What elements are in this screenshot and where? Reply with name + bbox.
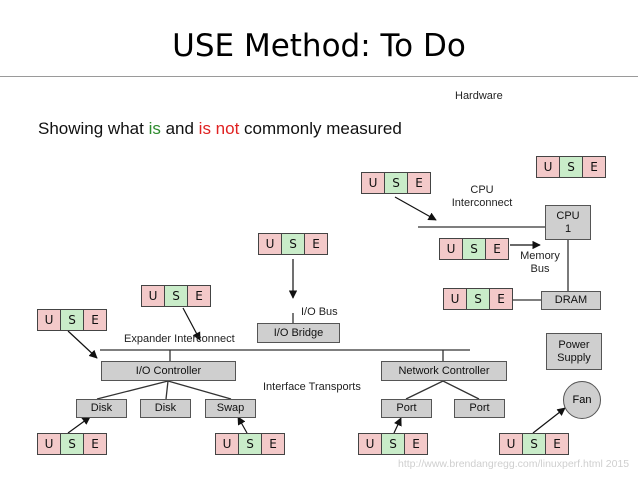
memory-bus-text: Memory Bus — [520, 250, 560, 275]
disk-label-1: Disk — [90, 402, 113, 414]
use-s: S — [238, 434, 261, 454]
memory-bus-label: Memory Bus — [516, 250, 564, 276]
use-s: S — [164, 286, 187, 306]
cpu-box: CPU 1 — [545, 205, 591, 240]
use-e: E — [83, 310, 106, 330]
use-u: U — [216, 434, 238, 454]
use-u: U — [444, 289, 466, 309]
io-bridge-label: I/O Bridge — [273, 326, 324, 339]
use-e: E — [582, 157, 605, 177]
disk-label-2: Disk — [154, 402, 177, 414]
expander-interconnect-label: Expander Interconnect — [124, 333, 235, 345]
use-e: E — [485, 239, 508, 259]
io-controller-box: I/O Controller — [101, 361, 236, 381]
fan-circle: Fan — [563, 381, 601, 419]
cpu-interconnect-text: CPU Interconnect — [451, 184, 513, 209]
port-label-1: Port — [396, 402, 417, 414]
use-u: U — [537, 157, 559, 177]
use-s: S — [522, 434, 545, 454]
subtitle-is-not: is not — [198, 119, 240, 138]
io-controller-label: I/O Controller — [135, 364, 202, 377]
dram-label: DRAM — [554, 294, 588, 306]
use-e: E — [545, 434, 568, 454]
disk-box-2: Disk — [140, 399, 191, 418]
use-s: S — [60, 310, 83, 330]
cpu-interconnect-label: CPU Interconnect — [450, 184, 514, 210]
use-e: E — [187, 286, 210, 306]
port-box-1: Port — [381, 399, 432, 418]
power-supply-box: Power Supply — [546, 333, 602, 370]
cpu-label: CPU 1 — [556, 209, 580, 235]
use-e: E — [489, 289, 512, 309]
use-u: U — [38, 310, 60, 330]
use-e: E — [304, 234, 327, 254]
use-s: S — [559, 157, 582, 177]
use-s: S — [281, 234, 304, 254]
io-bridge-box: I/O Bridge — [257, 323, 340, 343]
use-e: E — [404, 434, 427, 454]
subtitle-part2: and — [160, 119, 199, 138]
disk-box-1: Disk — [76, 399, 127, 418]
subtitle-is: is — [148, 119, 161, 138]
network-controller-label: Network Controller — [398, 364, 490, 377]
subtitle-part1: Showing what — [38, 119, 149, 138]
fan-label: Fan — [572, 394, 592, 406]
power-supply-label: Power Supply — [557, 338, 591, 364]
title-divider — [0, 76, 638, 77]
use-e: E — [83, 434, 106, 454]
slide-title: USE Method: To Do — [172, 28, 466, 64]
network-controller-box: Network Controller — [381, 361, 507, 381]
use-s: S — [466, 289, 489, 309]
swap-label: Swap — [216, 402, 245, 414]
use-s: S — [384, 173, 407, 193]
port-label-2: Port — [469, 402, 490, 414]
use-u: U — [142, 286, 164, 306]
use-u: U — [359, 434, 381, 454]
use-u: U — [38, 434, 60, 454]
port-box-2: Port — [454, 399, 505, 418]
subtitle-part3: commonly measured — [239, 119, 402, 138]
use-s: S — [60, 434, 83, 454]
dram-box: DRAM — [541, 291, 601, 310]
interface-transports-label: Interface Transports — [263, 381, 361, 393]
swap-box: Swap — [205, 399, 256, 418]
use-u: U — [362, 173, 384, 193]
source-url: http://www.brendangregg.com/linuxperf.ht… — [398, 458, 630, 470]
hardware-label: Hardware — [455, 90, 503, 102]
use-s: S — [381, 434, 404, 454]
subtitle: Showing what is and is not commonly meas… — [38, 119, 402, 139]
use-u: U — [440, 239, 462, 259]
io-bus-label: I/O Bus — [301, 306, 338, 318]
use-e: E — [261, 434, 284, 454]
use-u: U — [259, 234, 281, 254]
use-u: U — [500, 434, 522, 454]
use-e: E — [407, 173, 430, 193]
use-s: S — [462, 239, 485, 259]
